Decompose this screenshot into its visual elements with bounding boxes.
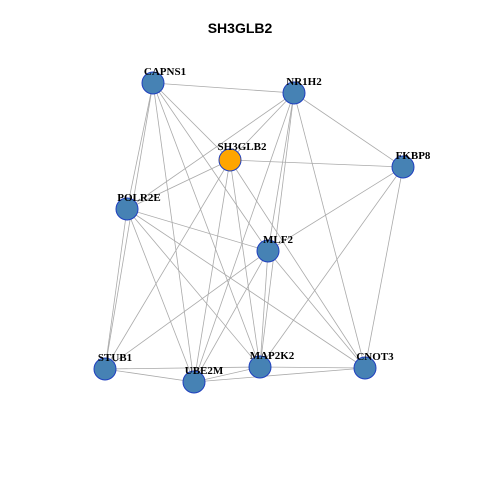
edge-stub1-ube2m <box>104 368 195 383</box>
edge-fkbp8-mlf2 <box>267 166 404 252</box>
node-label-sh3glb2: SH3GLB2 <box>218 141 267 153</box>
edges-layer <box>104 82 404 383</box>
edge-fkbp8-map2k2 <box>259 166 404 368</box>
node-sh3glb2[interactable] <box>218 148 242 172</box>
node-label-capns1: CAPNS1 <box>144 66 186 78</box>
edge-capns1-nr1h2 <box>152 82 295 94</box>
edge-capns1-sh3glb2 <box>152 82 231 161</box>
node-stub1[interactable] <box>93 357 117 381</box>
edge-nr1h2-map2k2 <box>259 92 295 368</box>
edge-capns1-mlf2 <box>152 82 269 252</box>
node-label-polr2e: POLR2E <box>117 192 160 204</box>
edge-sh3glb2-polr2e <box>126 159 231 210</box>
edge-ube2m-cnot3 <box>193 367 366 383</box>
edge-nr1h2-cnot3 <box>293 92 366 369</box>
node-label-mlf2: MLF2 <box>263 234 293 246</box>
edge-fkbp8-cnot3 <box>364 166 404 369</box>
edge-sh3glb2-ube2m <box>193 159 231 383</box>
edge-capns1-ube2m <box>152 82 195 383</box>
node-label-map2k2: MAP2K2 <box>250 350 295 362</box>
node-cnot3[interactable] <box>353 356 377 380</box>
edge-mlf2-map2k2 <box>259 250 269 368</box>
node-polr2e[interactable] <box>115 197 139 221</box>
graph-title: SH3GLB2 <box>207 20 273 36</box>
node-label-cnot3: CNOT3 <box>356 351 394 363</box>
edge-nr1h2-ube2m <box>193 92 295 383</box>
edge-mlf2-stub1 <box>104 250 269 370</box>
edge-mlf2-ube2m <box>193 250 269 383</box>
node-fkbp8[interactable] <box>391 155 415 179</box>
edge-capns1-stub1 <box>104 82 154 370</box>
node-map2k2[interactable] <box>248 355 272 379</box>
edge-capns1-map2k2 <box>152 82 261 368</box>
edge-polr2e-ube2m <box>126 208 195 383</box>
edge-polr2e-map2k2 <box>126 208 261 368</box>
edge-polr2e-stub1 <box>104 208 128 370</box>
edge-map2k2-cnot3 <box>259 366 366 369</box>
edge-capns1-polr2e <box>126 82 154 210</box>
node-label-nr1h2: NR1H2 <box>286 76 322 88</box>
edge-nr1h2-fkbp8 <box>293 92 404 168</box>
edge-stub1-map2k2 <box>104 366 261 370</box>
node-label-stub1: STUB1 <box>98 352 132 364</box>
edge-sh3glb2-fkbp8 <box>229 159 404 168</box>
edge-sh3glb2-map2k2 <box>229 159 261 368</box>
edge-polr2e-mlf2 <box>126 208 269 252</box>
edge-sh3glb2-cnot3 <box>229 159 366 369</box>
node-label-ube2m: UBE2M <box>185 365 224 377</box>
node-nr1h2[interactable] <box>282 81 306 105</box>
edge-polr2e-cnot3 <box>126 208 366 369</box>
edge-sh3glb2-stub1 <box>104 159 231 370</box>
edge-nr1h2-sh3glb2 <box>229 92 295 161</box>
nodes-layer <box>93 71 415 394</box>
node-capns1[interactable] <box>141 71 165 95</box>
edge-nr1h2-polr2e <box>126 92 295 210</box>
node-label-fkbp8: FKBP8 <box>396 150 431 162</box>
edge-mlf2-cnot3 <box>267 250 366 369</box>
node-mlf2[interactable] <box>256 239 280 263</box>
node-ube2m[interactable] <box>182 370 206 394</box>
